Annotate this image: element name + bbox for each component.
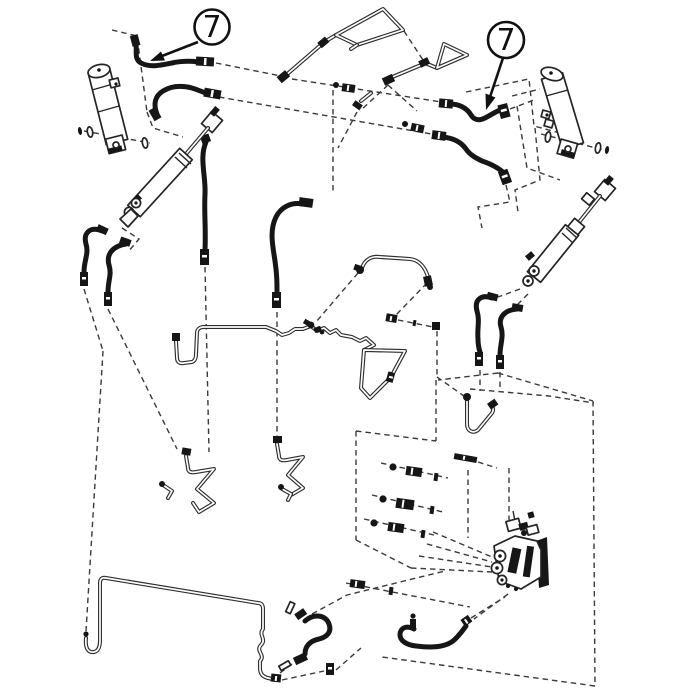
callout-label-right: 7 <box>496 23 515 58</box>
hose-right-s-1 <box>473 291 499 366</box>
hose-right-upper <box>438 98 511 123</box>
fitting-row-3 <box>370 519 426 539</box>
tee-junction-fitting <box>302 318 325 335</box>
hose-left-s-1 <box>80 224 109 286</box>
right-lift-cylinder <box>540 66 610 160</box>
hose-leader-fittings <box>333 82 425 134</box>
hose-center <box>269 197 314 308</box>
callout-label-left: 7 <box>202 10 221 45</box>
left-tilt-cylinder <box>119 106 224 228</box>
hose-left-s-2 <box>104 236 132 306</box>
assembly-guide-lines <box>83 29 605 687</box>
fitting-row-2 <box>379 495 435 515</box>
control-valve-block <box>490 510 549 591</box>
hose-right-s-2 <box>496 303 524 369</box>
hose-bottom-s <box>277 600 334 675</box>
fitting-stud <box>453 453 478 464</box>
fitting-row-1 <box>389 463 439 482</box>
hose-bottom-curved <box>397 613 473 650</box>
left-lift-cylinder <box>77 63 149 155</box>
hose-left-upper <box>129 34 215 69</box>
callout-7-right: 7 <box>485 20 526 110</box>
fitting-row-4 <box>349 579 394 596</box>
right-tilt-cylinder <box>522 175 617 287</box>
tube-fittings <box>83 36 499 683</box>
hose-center-left <box>199 133 212 265</box>
callout-7-left: 7 <box>150 8 231 61</box>
hose-left-lower <box>148 83 222 122</box>
hose-right-lower <box>431 130 513 186</box>
